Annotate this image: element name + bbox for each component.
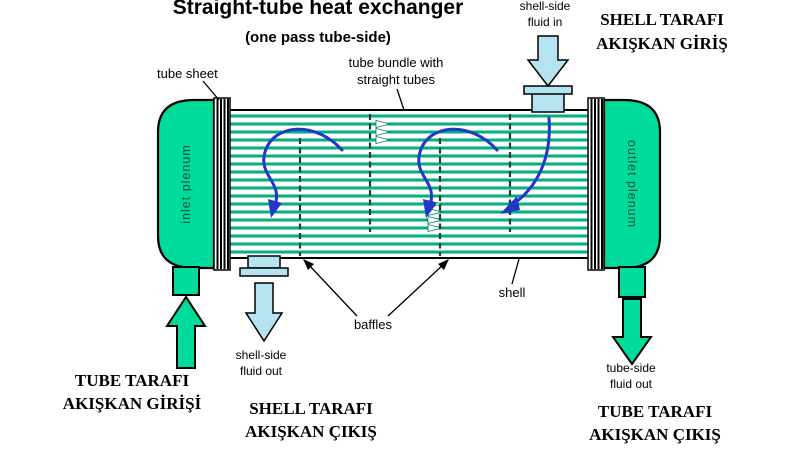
shell-side-in-arrow — [526, 35, 570, 88]
tube-sheet-left — [213, 97, 231, 271]
shell-inlet-nozzle — [531, 91, 565, 113]
body-group — [156, 98, 662, 369]
tube-outlet-nozzle — [618, 266, 646, 298]
baffles-label: baffles — [354, 317, 393, 332]
baffles — [298, 114, 512, 256]
shell-label: shell — [499, 285, 526, 300]
tube-sheet-leader — [202, 80, 220, 101]
shell-side-out-label-2: fluid out — [240, 364, 283, 378]
shell-in-turkish-label-1: SHELL TARAFI — [600, 10, 724, 29]
leader-arrowheads — [303, 259, 449, 270]
shell-side-out-arrow — [244, 282, 284, 343]
baffles-leader-left — [307, 263, 358, 317]
leader-lines — [202, 80, 520, 317]
tube-side-in-arrow — [165, 295, 207, 369]
shell-in-turkish-label-2: AKIŞKAN GİRİŞ — [596, 34, 728, 53]
tube-in-turkish-label-1: TUBE TARAFI — [75, 371, 190, 390]
tube-inlet-nozzle — [172, 266, 200, 296]
shell-flow-curves — [262, 116, 551, 207]
shell-side-in-label-2: fluid in — [528, 15, 563, 29]
shell-out-turkish-label-1: SHELL TARAFI — [249, 399, 373, 418]
tube-bundle-label-2: straight tubes — [357, 72, 436, 87]
shell-fluid-group — [239, 35, 573, 343]
shell-side-in-label-1: shell-side — [520, 0, 571, 13]
tube-out-turkish-label-2: AKIŞKAN ÇIKIŞ — [589, 425, 721, 444]
shell-outlet-nozzle — [247, 255, 281, 269]
tube-side-out-label-1: tube-side — [606, 361, 656, 375]
inlet-plenum-label: inlet plenum — [179, 144, 193, 223]
shell-out-turkish-label-2: AKIŞKAN ÇIKIŞ — [245, 422, 377, 441]
shell-flow-arrowheads — [268, 196, 520, 218]
shell-leader — [511, 258, 520, 285]
diagram-title: Straight-tube heat exchanger — [173, 0, 464, 19]
outlet-plenum-label: outlet plenum — [625, 140, 639, 228]
tube-bundle — [230, 114, 588, 254]
tube-bundle-leader — [396, 88, 405, 111]
tube-sheet-right — [587, 97, 605, 271]
diagram-subtitle: (one pass tube-side) — [245, 29, 391, 46]
tube-in-turkish-label-2: AKIŞKAN GİRİŞİ — [63, 394, 202, 413]
tube-sheet-label: tube sheet — [157, 66, 218, 81]
tube-side-out-arrow — [611, 298, 653, 366]
shell-outlet-flange — [239, 267, 289, 277]
baffles-leader-right — [387, 263, 445, 317]
tube-out-turkish-label-1: TUBE TARAFI — [598, 402, 713, 421]
tube-side-out-label-2: fluid out — [610, 377, 653, 391]
shell-side-out-label-1: shell-side — [236, 348, 287, 362]
tube-bundle-label-1: tube bundle with — [349, 55, 444, 70]
